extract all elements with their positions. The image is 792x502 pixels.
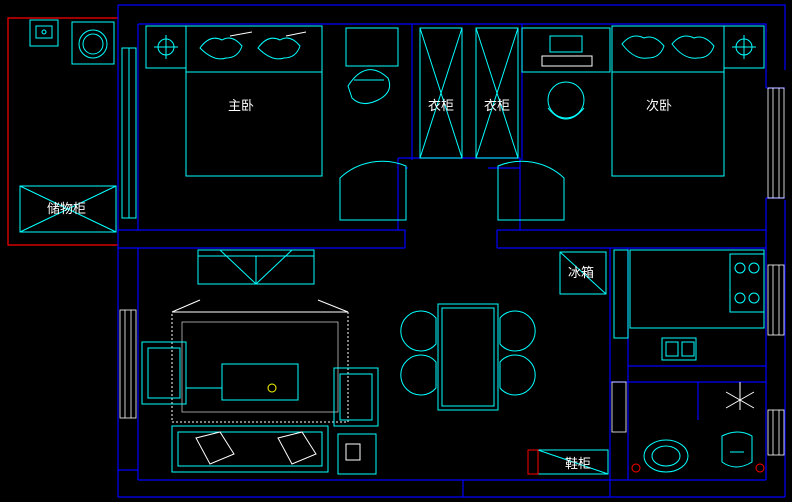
kitchen: [613, 249, 765, 361]
label-wardrobe-1: 衣柜: [428, 98, 454, 114]
label-fridge: 冰箱: [568, 265, 594, 281]
living-room: [141, 249, 379, 475]
wardrobes: [419, 27, 519, 159]
label-second-bedroom: 次卧: [646, 98, 672, 114]
second-bedroom: [521, 25, 765, 177]
label-storage-cabinet: 储物柜: [47, 202, 86, 217]
balcony: [7, 17, 137, 246]
label-shoe-cabinet: 鞋柜: [565, 456, 591, 472]
label-wardrobe-2: 衣柜: [484, 98, 510, 114]
windows: [119, 87, 785, 456]
bathroom: [631, 382, 765, 473]
dining-area: [400, 251, 609, 475]
label-master-bedroom: 主卧: [228, 99, 254, 114]
master-bedroom: [145, 25, 565, 221]
room-labels: 主卧 次卧 衣柜 衣柜 储物柜 冰箱 鞋柜: [47, 98, 672, 472]
